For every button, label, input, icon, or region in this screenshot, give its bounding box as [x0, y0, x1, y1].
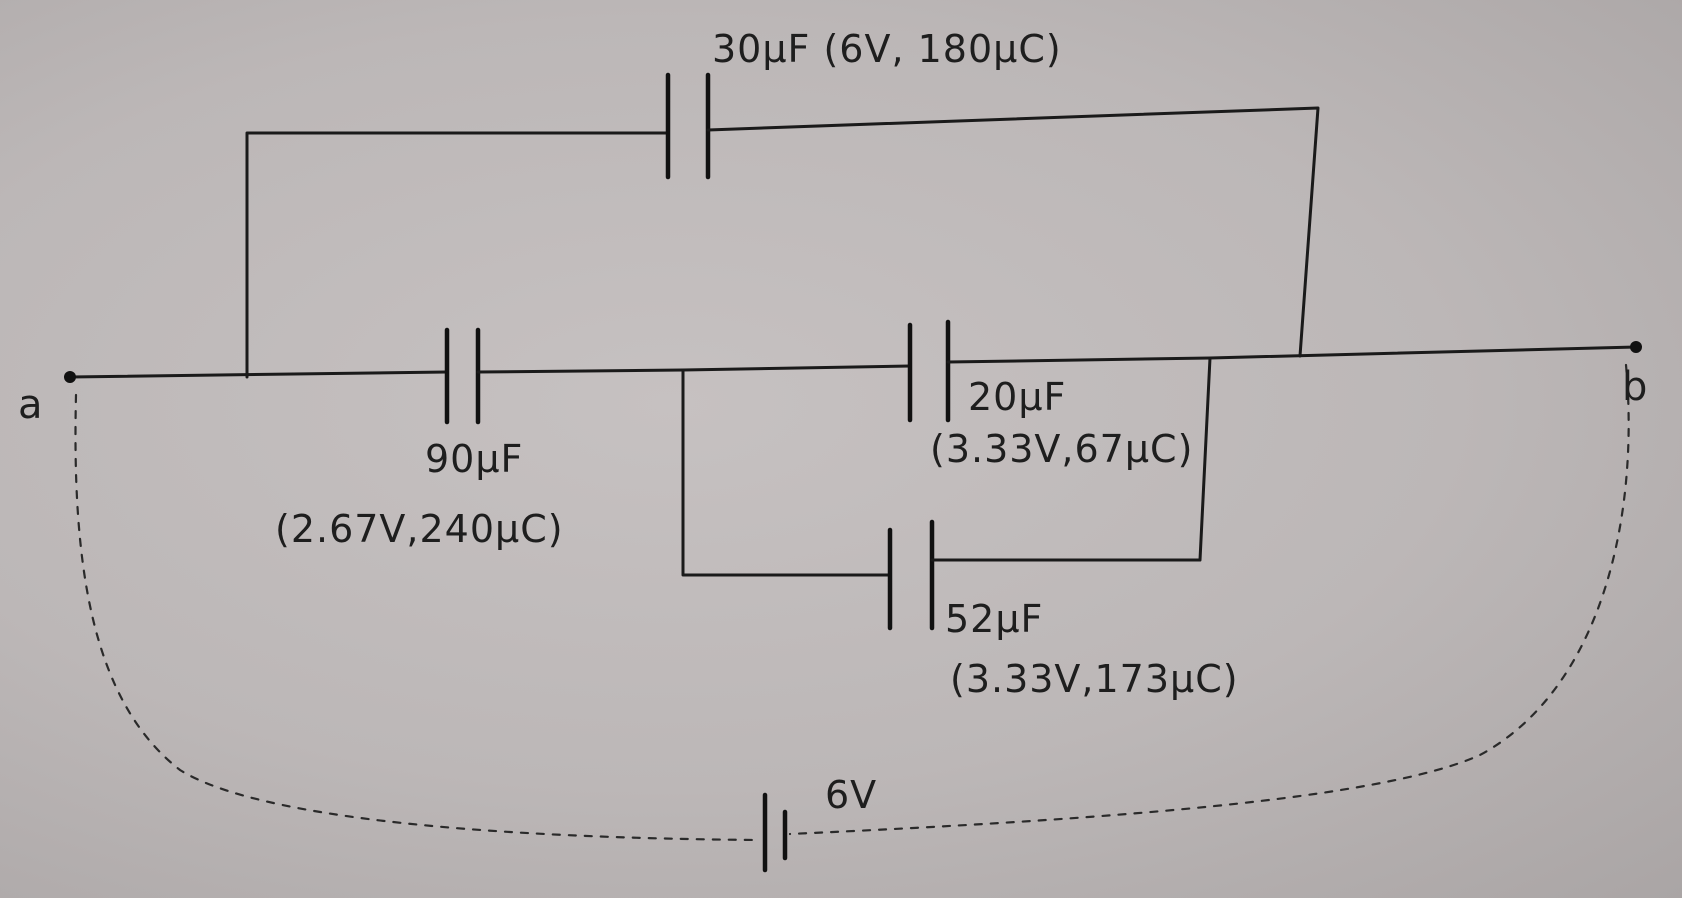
terminal-a-label: a: [18, 382, 44, 428]
terminal-b-node: [1630, 341, 1642, 353]
wire-right-rail: [930, 356, 1212, 562]
dashed-wire-right: [788, 363, 1630, 836]
battery-label: 6V: [825, 773, 877, 817]
terminal-a-node: [64, 371, 76, 383]
wire-junction-to-20: [681, 364, 912, 372]
dashed-wire-left: [74, 393, 760, 842]
wire-a-to-90: [68, 370, 449, 379]
wire-20-to-b: [946, 345, 1638, 364]
wire-top-right: [706, 106, 1320, 358]
capacitor-20uf-value: 20µF: [968, 375, 1066, 419]
wire-90-to-junction: [476, 368, 685, 374]
capacitor-52uf-value: 52µF: [945, 597, 1043, 641]
capacitor-52uf-detail: (3.33V,173µC): [950, 657, 1239, 701]
capacitor-30uf-label: 30µF (6V, 180µC): [712, 27, 1062, 71]
capacitor-20uf-detail: (3.33V,67µC): [930, 427, 1193, 471]
capacitor-90uf-detail: (2.67V,240µC): [275, 507, 564, 551]
terminal-b-label: b: [1622, 364, 1648, 410]
wire-left-rail: [681, 368, 892, 577]
capacitor-90uf-value: 90µF: [425, 437, 523, 481]
wire-top-left: [245, 131, 670, 379]
